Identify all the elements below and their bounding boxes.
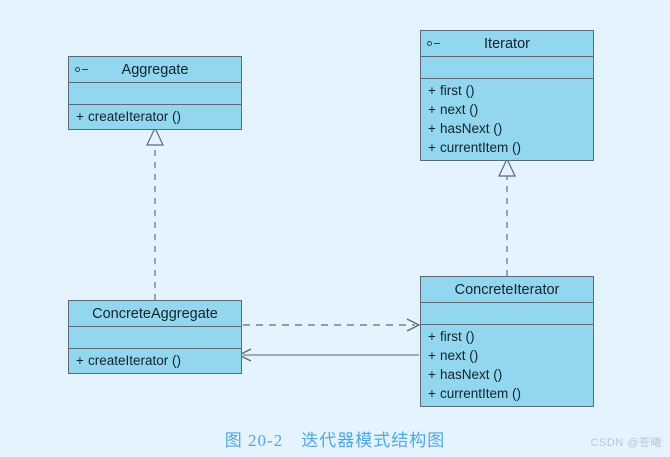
operation-visibility: + [428, 140, 436, 155]
operation-signature: next () [440, 348, 479, 363]
class-operations-concrete-iterator: + first () + next () + hasNext () + currentI… [421, 325, 593, 406]
class-box-aggregate[interactable]: Aggregate + createIterator () [68, 56, 242, 130]
interface-lollipop-icon [427, 39, 441, 49]
class-header-aggregate: Aggregate [69, 57, 241, 83]
operation-signature: createIterator () [88, 353, 182, 368]
operation-row: + first () [421, 81, 593, 100]
operation-signature: first () [440, 83, 475, 98]
operation-row: + hasNext () [421, 119, 593, 138]
class-header-iterator: Iterator [421, 31, 593, 57]
class-name-iterator: Iterator [484, 36, 530, 52]
class-operations-aggregate: + createIterator () [69, 105, 241, 129]
operation-row: + createIterator () [69, 351, 241, 370]
operation-row: + hasNext () [421, 365, 593, 384]
operation-visibility: + [428, 102, 436, 117]
operation-visibility: + [76, 109, 84, 124]
class-attributes-concrete-iterator [421, 303, 593, 325]
class-box-concrete-aggregate[interactable]: ConcreteAggregate + createIterator () [68, 300, 242, 374]
interface-lollipop-icon [75, 65, 89, 75]
operation-signature: currentItem () [440, 386, 522, 401]
operation-visibility: + [76, 353, 84, 368]
operation-visibility: + [428, 329, 436, 344]
figure-number: 图 20-2 [224, 431, 284, 450]
class-header-concrete-iterator: ConcreteIterator [421, 277, 593, 303]
figure-title: 迭代器模式结构图 [301, 431, 446, 450]
operation-signature: hasNext () [440, 121, 503, 136]
operation-signature: createIterator () [88, 109, 182, 124]
operation-visibility: + [428, 121, 436, 136]
operation-row: + next () [421, 100, 593, 119]
class-operations-iterator: + first () + next () + hasNext () + currentI… [421, 79, 593, 160]
operation-row: + currentItem () [421, 138, 593, 157]
class-name-aggregate: Aggregate [121, 62, 189, 78]
relationship-association [237, 348, 419, 362]
class-header-concrete-aggregate: ConcreteAggregate [69, 301, 241, 327]
class-name-concrete-aggregate: ConcreteAggregate [92, 306, 218, 322]
relationship-dependency [243, 318, 421, 332]
operation-row: + createIterator () [69, 107, 241, 126]
operation-visibility: + [428, 386, 436, 401]
operation-visibility: + [428, 83, 436, 98]
operation-signature: next () [440, 102, 479, 117]
figure-caption: 图 20-2 迭代器模式结构图 [0, 426, 670, 451]
relationship-realization-iterator [498, 157, 516, 276]
csdn-watermark: CSDN @苍曦 [590, 437, 662, 449]
class-name-concrete-iterator: ConcreteIterator [454, 282, 560, 298]
class-box-iterator[interactable]: Iterator + first () + next () + hasNext () … [420, 30, 594, 161]
class-attributes-concrete-aggregate [69, 327, 241, 349]
operation-signature: hasNext () [440, 367, 503, 382]
class-operations-concrete-aggregate: + createIterator () [69, 349, 241, 373]
relationship-realization-aggregate [146, 126, 164, 300]
operation-visibility: + [428, 348, 436, 363]
operation-visibility: + [428, 367, 436, 382]
class-attributes-aggregate [69, 83, 241, 105]
operation-signature: first () [440, 329, 475, 344]
class-attributes-iterator [421, 57, 593, 79]
operation-row: + currentItem () [421, 384, 593, 403]
operation-row: + next () [421, 346, 593, 365]
operation-row: + first () [421, 327, 593, 346]
class-box-concrete-iterator[interactable]: ConcreteIterator + first () + next () + has… [420, 276, 594, 407]
operation-signature: currentItem () [440, 140, 522, 155]
